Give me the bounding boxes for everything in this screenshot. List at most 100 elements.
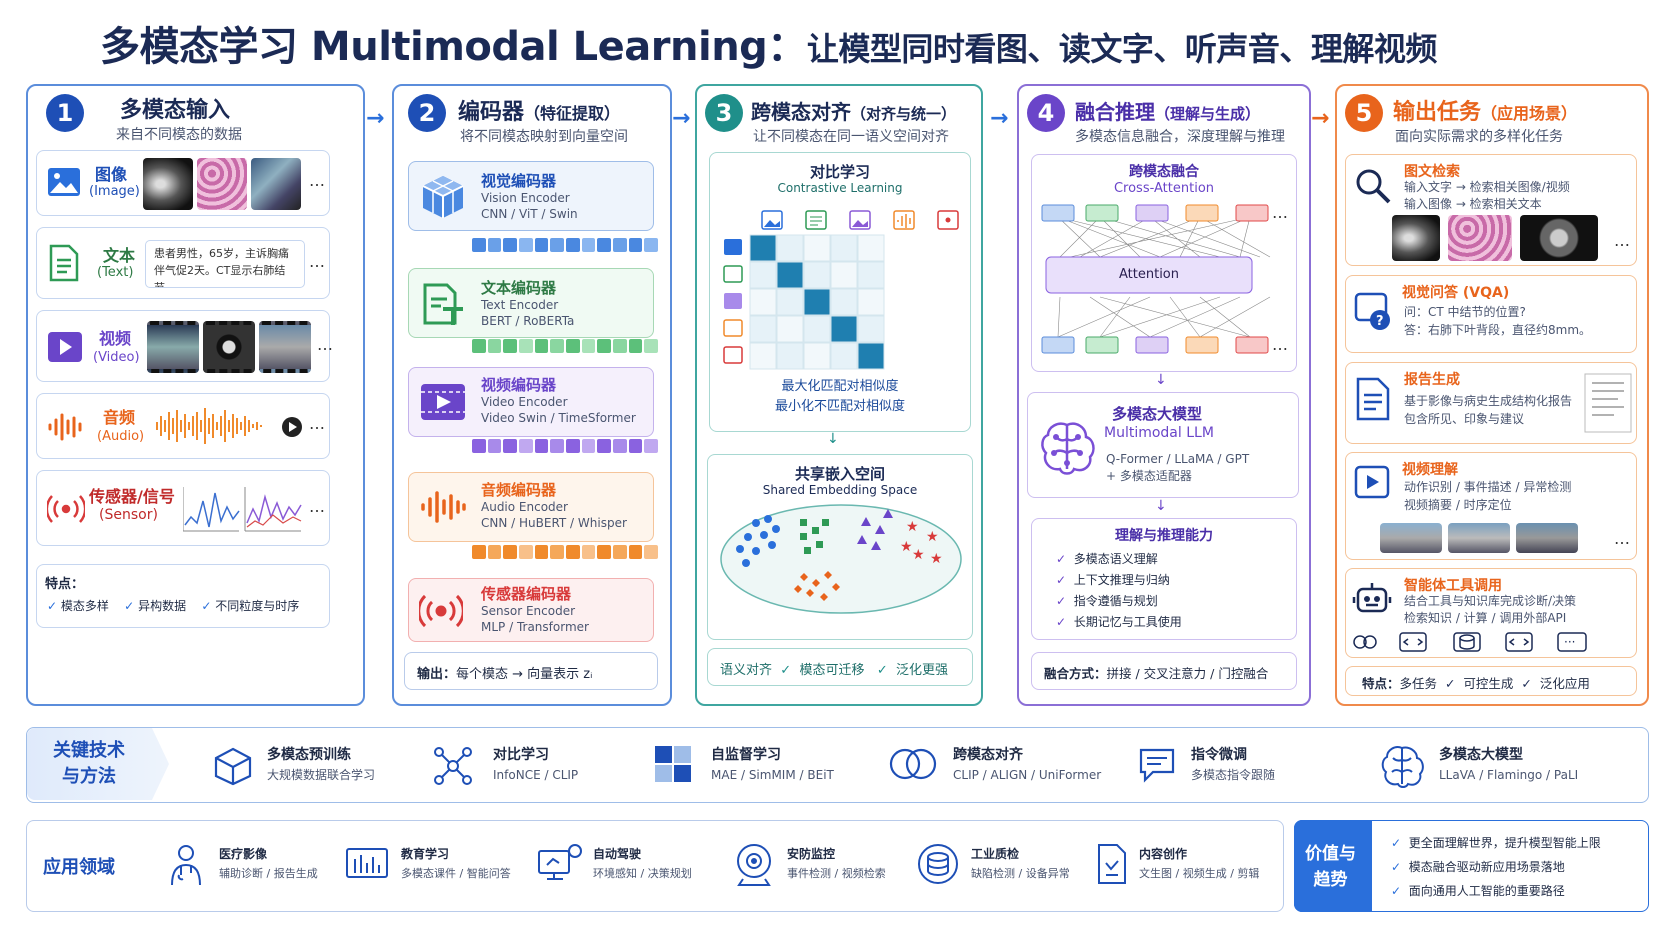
pathology-thumbnail [1448, 215, 1512, 261]
svg-text:?: ? [1376, 314, 1384, 329]
application-item: 内容创作文生图 / 视频生成 / 剪辑 [1139, 847, 1260, 880]
down-arrow: ↓ [1155, 498, 1167, 514]
llm-adapter: + 多模态适配器 [1106, 469, 1192, 483]
task-line: 动作识别 / 事件描述 / 异常检测 [1404, 480, 1572, 494]
text-embedding-bar [472, 339, 659, 353]
maximize-text: 最大化匹配对相似度 [781, 379, 899, 394]
task-line: 检索知识 / 计算 / 调用外部API [1404, 611, 1567, 625]
encoder-en: Video Encoder [481, 395, 568, 409]
cube-grid-icon [422, 176, 464, 218]
audio-encoder-card[interactable]: 音频编码器 Audio Encoder CNN / HuBERT / Whisp… [408, 472, 654, 542]
step-number: 1 [46, 94, 84, 132]
image-label: 图像 [95, 165, 128, 184]
input-text-card[interactable]: 文本 (Text) 患者男性，65岁，主诉胸痛伴气促2天。CT显示右肺结节… … [36, 227, 330, 299]
audio-label: 音频 [103, 408, 136, 427]
svg-text:★: ★ [926, 529, 939, 545]
matrix-cell-unmatched [749, 288, 777, 316]
matrix-cell-unmatched [830, 342, 858, 370]
flow-arrow: → [366, 106, 385, 131]
llm-en: Multimodal LLM [1104, 425, 1214, 441]
value-trend-label: 价值与趋势 [1305, 844, 1356, 890]
video-play-icon [1354, 465, 1390, 499]
attention-label: Attention [1119, 267, 1179, 282]
output-label: 输出： [417, 667, 457, 682]
encoder-en: Sensor Encoder [481, 604, 576, 618]
flow-arrow: → [1311, 106, 1330, 131]
task-line: 基于影像与病史生成结构化报告 [1404, 394, 1573, 408]
satellite-thumbnail [251, 158, 301, 210]
encoder-name: 视觉编码器 [481, 172, 557, 190]
task-retrieval-card[interactable]: 图文检索 输入文字 → 检索相关图像/视频 输入图像 → 检索相关文本 … [1345, 154, 1637, 266]
matrix-cell-unmatched [830, 234, 858, 262]
panel-title: 多模态输入 [120, 98, 231, 123]
overlap-circles-icon [889, 748, 937, 780]
matrix-cell-unmatched [749, 315, 777, 343]
fusion-en: Cross-Attention [1113, 181, 1215, 196]
vision-embedding-bar [472, 238, 659, 252]
search-icon [1356, 169, 1391, 204]
value-list: ✓ 更全面理解世界，提升模型智能上限 ✓ 模态融合驱动新应用场景落地 ✓ 面向通… [1391, 836, 1601, 898]
task-line: 结合工具与知识库完成诊断/决策 [1404, 594, 1577, 608]
task-video-understanding-card[interactable]: 视频理解 动作识别 / 事件描述 / 异常检测 视频摘要 / 时序定位 … [1345, 452, 1637, 560]
task-agent-tool-card[interactable]: 智能体工具调用 结合工具与知识库完成诊断/决策 检索知识 / 计算 / 调用外部… [1345, 568, 1637, 658]
alignment-tags-box: 语义对齐 ✓ 模态可迁移 ✓ 泛化更强 [707, 648, 973, 686]
features-list: ✓ 模态多样 ✓ 异构数据 ✓ 不同粒度与时序 [47, 599, 300, 613]
video-label: 视频 [99, 329, 132, 348]
task-line: 输入文字 → 检索相关图像/视频 [1404, 180, 1570, 194]
question-chat-icon: ? [1354, 292, 1390, 330]
matrix-cell-unmatched [803, 342, 831, 370]
panel-output-tasks: 5 输出任务（应用场景） 面向实际需求的多样化任务 图文检索 输入文字 → 检索… [1335, 84, 1649, 706]
multimodal-llm-box: 多模态大模型 Multimodal LLM Q-Former / LLaMA /… [1027, 392, 1299, 498]
matrix-cell-unmatched [749, 342, 777, 370]
input-audio-card[interactable]: 音频 (Audio) … [36, 393, 330, 459]
task-line: 视频摘要 / 时序定位 [1404, 498, 1512, 512]
fusion-mode-text: 拼接 / 交叉注意力 / 门控融合 [1106, 666, 1269, 681]
video-encoder-card[interactable]: 视频编码器 Video Encoder Video Swin / TimeSfo… [408, 367, 654, 437]
task-title: 报告生成 [1404, 372, 1460, 388]
brain-icon [1381, 746, 1424, 788]
panel-title: 编码器（特征提取） [458, 100, 621, 125]
shared-en: Shared Embedding Space [762, 483, 918, 497]
task-line: 问：CT 中结节的位置? [1404, 305, 1526, 319]
application-item: 安防监控事件检测 / 视频检索 [787, 847, 886, 880]
input-image-card[interactable]: 图像 (Image) … [36, 150, 330, 216]
matrix-cell-matched [803, 288, 831, 316]
application-item: 医疗影像辅助诊断 / 报告生成 [219, 847, 318, 880]
contrastive-title: 对比学习 [809, 163, 870, 181]
brain-network-icon [1041, 422, 1095, 475]
row-modality-icons [723, 239, 743, 364]
sensor-encoder-card[interactable]: 传感器编码器 Sensor Encoder MLP / Transformer [408, 578, 654, 642]
task-vqa-card[interactable]: ? 视觉问答 (VQA) 问：CT 中结节的位置? 答：右肺下叶背段，直径约8m… [1345, 275, 1637, 353]
play-button-icon[interactable] [281, 416, 303, 438]
audio-en-label: (Audio) [97, 429, 145, 444]
svg-text:★: ★ [900, 539, 913, 555]
input-video-card[interactable]: 视频 (Video) … [36, 310, 333, 382]
text-encoder-card[interactable]: 文本编码器 Text Encoder BERT / RoBERTa [408, 268, 654, 338]
encoder-models: Video Swin / TimeSformer [481, 411, 636, 425]
matrix-cell-unmatched [830, 288, 858, 316]
video-film-icon [421, 384, 465, 420]
audio-wave-icon [48, 413, 82, 441]
matrix-cell-unmatched [803, 261, 831, 289]
svg-text:★: ★ [906, 519, 919, 535]
ability-list: ✓ 多模态语义理解 ✓ 上下文推理与归纳 ✓ 指令遵循与规划 ✓ 长期记忆与工具… [1056, 552, 1182, 629]
down-arrow: ↓ [1155, 372, 1167, 388]
matrix-cell-unmatched [749, 261, 777, 289]
encoder-models: CNN / HuBERT / Whisper [481, 516, 627, 530]
input-sensor-card[interactable]: 传感器/信号 (Sensor) … [36, 470, 330, 546]
panel-subtitle: 将不同模态映射到向量空间 [460, 129, 628, 145]
column-modality-icons [761, 210, 959, 230]
vision-encoder-card[interactable]: 视觉编码器 Vision Encoder CNN / ViT / Swin [408, 161, 654, 231]
task-report-card[interactable]: 报告生成 基于影像与病史生成结构化报告 包含所见、印象与建议 [1345, 362, 1637, 444]
matrix-cell-matched [830, 315, 858, 343]
report-preview-icon [1584, 373, 1632, 433]
image-icon [48, 168, 80, 196]
encoder-name: 视频编码器 [481, 376, 557, 394]
report-document-icon [1356, 377, 1390, 421]
encoder-name: 传感器编码器 [481, 585, 572, 603]
medical-person-icon [171, 845, 201, 886]
panel-cross-modal-alignment: 3 跨模态对齐（对齐与统一） 让不同模态在同一语义空间对齐 对比学习 Contr… [695, 84, 983, 706]
more-indicator: … [309, 171, 326, 190]
